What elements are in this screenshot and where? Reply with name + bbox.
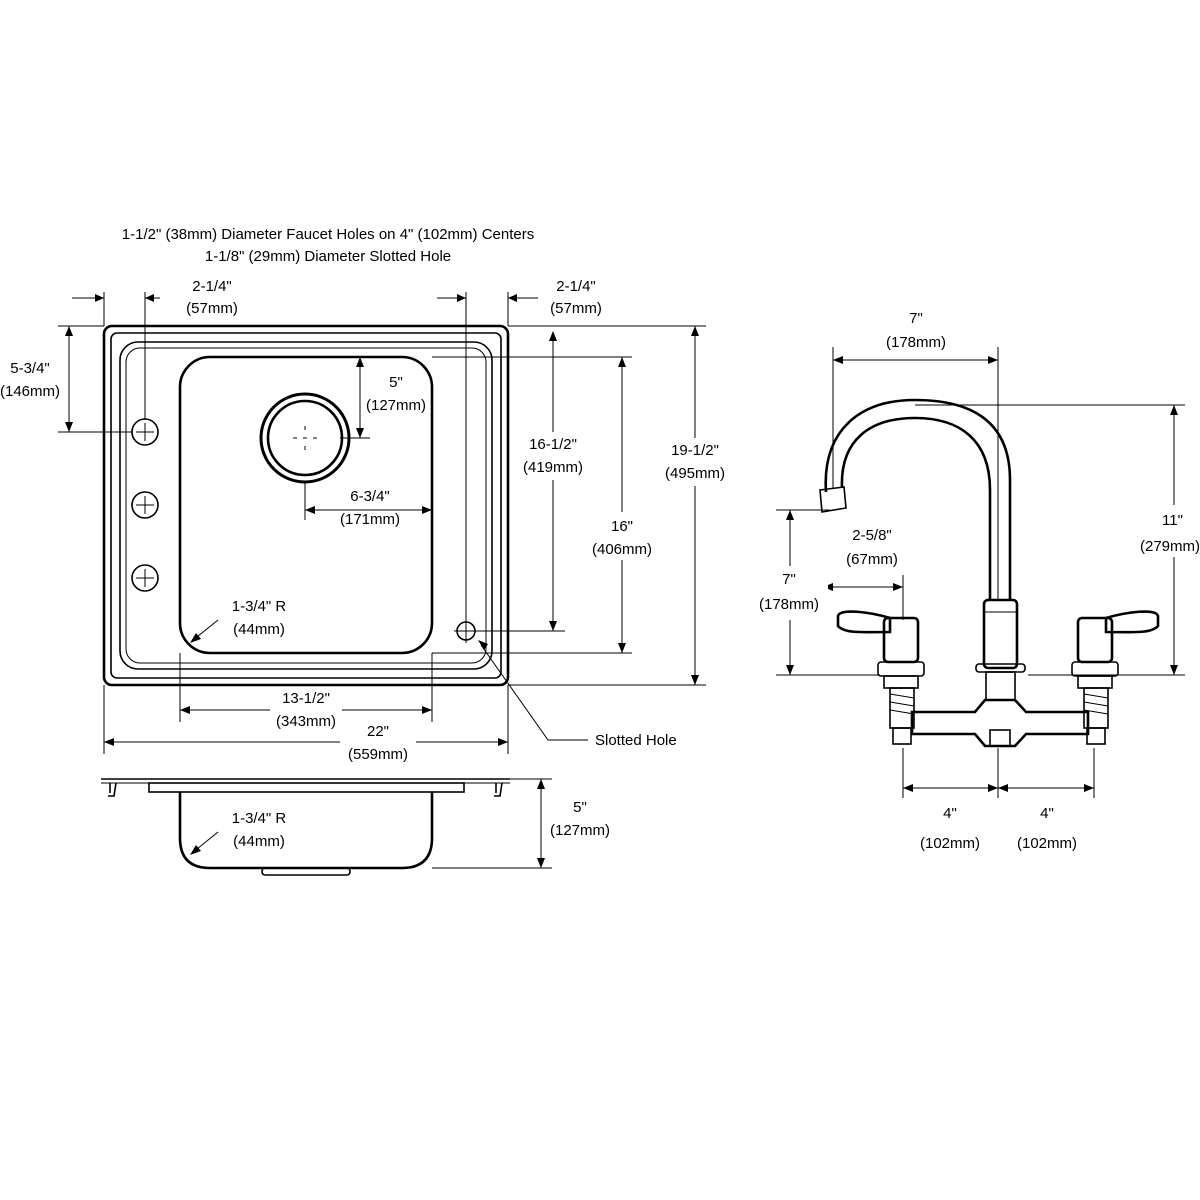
- sink-outer-rim: [102, 324, 510, 687]
- faucet-holes-note: 1-1/2" (38mm) Diameter Faucet Holes on 4…: [122, 226, 534, 243]
- faucet-view: 7" (178mm) 11" (279mm) 2-5/8" (67mm) 7" …: [752, 310, 1200, 852]
- side-radius-mm: (44mm): [233, 833, 285, 850]
- right-ledge-in: 2-1/4": [556, 278, 596, 295]
- left-ledge-mm: (57mm): [186, 300, 238, 317]
- top-view-dimensions: 2-1/4" (57mm) 2-1/4" (57mm) 5-3/4" (146m…: [0, 278, 728, 766]
- bowl-width-in: 13-1/2": [282, 690, 330, 707]
- right-center-mm: (102mm): [1017, 835, 1077, 852]
- faucet-spout: [824, 398, 1012, 600]
- drain-right-in: 6-3/4": [350, 488, 390, 505]
- sink-deck-inner: [125, 347, 487, 664]
- corner-radius-mm: (44mm): [233, 621, 285, 638]
- bowl-length-in: 16-1/2": [529, 436, 577, 453]
- bowl-inner-mm: (406mm): [592, 541, 652, 558]
- sink-top-view: [102, 324, 510, 687]
- overall-depth-in: 19-1/2": [671, 442, 719, 459]
- drain-opening: [259, 392, 351, 484]
- slotted-hole-note: 1-1/8" (29mm) Diameter Slotted Hole: [205, 248, 451, 265]
- bowl-depth-in: 5": [573, 799, 587, 816]
- handle-length-mm: (67mm): [846, 551, 898, 568]
- sink-bowl-profile: [178, 792, 434, 870]
- drain-back-mm: (127mm): [366, 397, 426, 414]
- left-ledge-in: 2-1/4": [192, 278, 232, 295]
- sink-rim-inner-edge: [110, 332, 502, 679]
- overall-depth-mm: (495mm): [665, 465, 725, 482]
- left-handle: [836, 610, 925, 745]
- slotted-hole: [454, 619, 478, 643]
- faucet-offset-mm: (146mm): [0, 383, 60, 400]
- handle-length-in: 2-5/8": [852, 527, 892, 544]
- right-center-in: 4": [1040, 805, 1054, 822]
- drain-right-mm: (171mm): [340, 511, 400, 528]
- bowl-inner-in: 16": [611, 518, 633, 535]
- left-center-mm: (102mm): [920, 835, 980, 852]
- slotted-hole-label: Slotted Hole: [595, 732, 677, 749]
- faucet-hole-1: [131, 418, 159, 446]
- spout-height-in: 11": [1162, 512, 1183, 529]
- sink-bowl: [178, 355, 434, 655]
- corner-radius-in: 1-3/4" R: [232, 598, 287, 615]
- sink-deck-edge: [119, 341, 493, 670]
- drain-back-in: 5": [389, 374, 403, 391]
- overall-width-in: 22": [367, 723, 389, 740]
- faucet-hole-2: [131, 491, 159, 519]
- sink-side-view: 1-3/4" R (44mm) 5" (127mm): [101, 778, 610, 876]
- spout-reach-mm: (178mm): [886, 334, 946, 351]
- spout-reach-in: 7": [909, 310, 923, 327]
- bowl-width-mm: (343mm): [276, 713, 336, 730]
- right-ledge-mm: (57mm): [550, 300, 602, 317]
- right-handle: [1071, 610, 1160, 745]
- faucet-hole-3: [131, 564, 159, 592]
- left-center-in: 4": [943, 805, 957, 822]
- bowl-length-mm: (419mm): [523, 459, 583, 476]
- spout-height-mm: (279mm): [1140, 538, 1200, 555]
- side-radius-in: 1-3/4" R: [232, 810, 287, 827]
- overall-width-mm: (559mm): [348, 746, 408, 763]
- outlet-height-in: 7": [782, 571, 796, 588]
- outlet-height-mm: (178mm): [759, 596, 819, 613]
- bowl-depth-mm: (127mm): [550, 822, 610, 839]
- faucet-offset-in: 5-3/4": [10, 360, 50, 377]
